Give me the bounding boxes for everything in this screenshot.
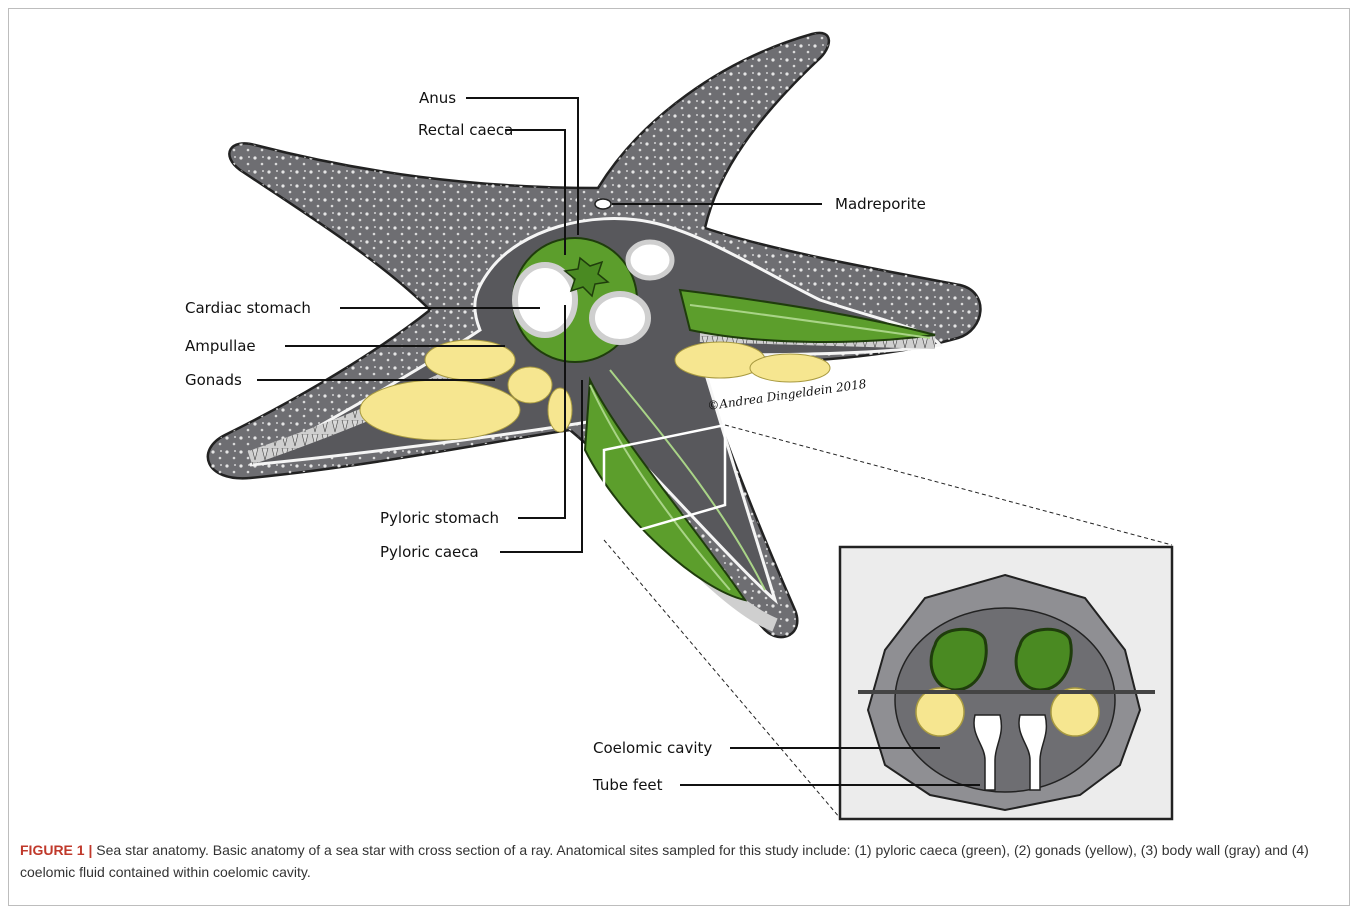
caption-text: Sea star anatomy. Basic anatomy of a sea…: [20, 842, 1309, 880]
label-rectal-caeca: Rectal caeca: [418, 121, 513, 139]
label-cardiac-stomach: Cardiac stomach: [185, 299, 311, 317]
cross-section-inset: [840, 547, 1172, 819]
label-gonads: Gonads: [185, 371, 242, 389]
zoom-line-top: [725, 425, 1172, 545]
label-pyloric-caeca: Pyloric caeca: [380, 543, 479, 561]
label-ampullae: Ampullae: [185, 337, 256, 355]
label-anus: Anus: [419, 89, 456, 107]
label-coelomic-cavity: Coelomic cavity: [593, 739, 712, 757]
caption-separator: |: [88, 842, 92, 858]
madreporite-plate: [595, 199, 611, 209]
figure-caption: FIGURE 1 | Sea star anatomy. Basic anato…: [20, 839, 1320, 883]
caption-figure-label: FIGURE 1: [20, 842, 85, 858]
sea-star-diagram: ©Andrea Dingeldein 2018 Anus Rectal caec…: [0, 0, 1358, 830]
label-tube-feet: Tube feet: [592, 776, 663, 794]
label-pyloric-stomach: Pyloric stomach: [380, 509, 499, 527]
label-madreporite: Madreporite: [835, 195, 926, 213]
